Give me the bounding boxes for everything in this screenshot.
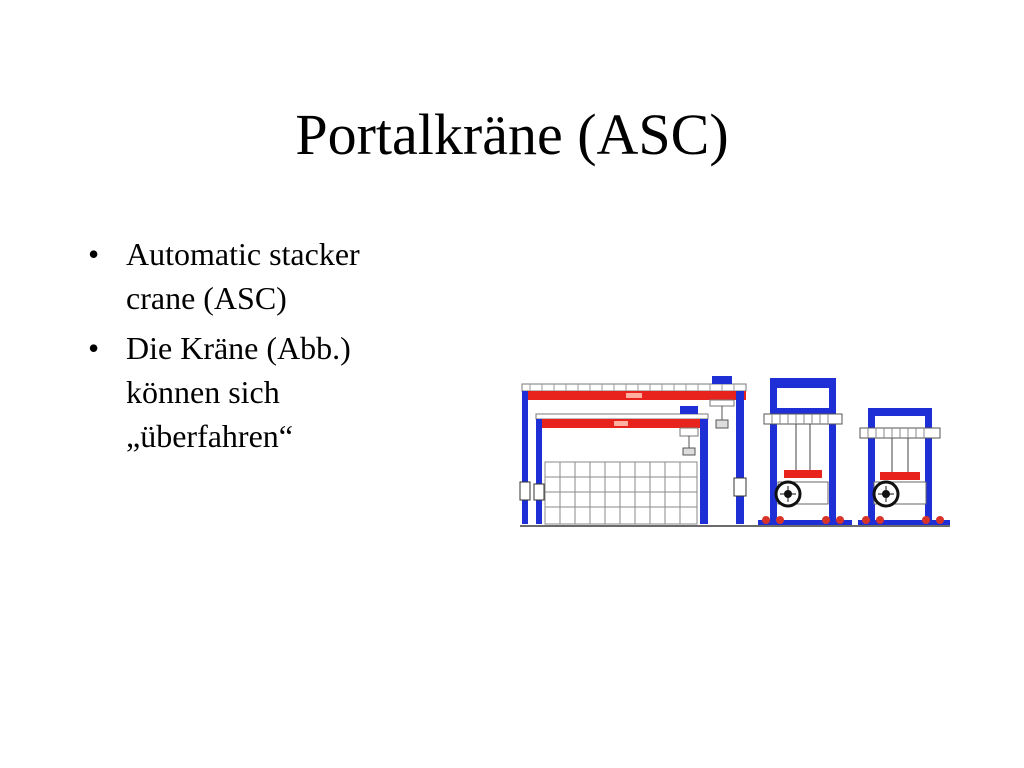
side-view-cranes [519,376,747,525]
bullet-item: • Die Kräne (Abb.) können sich „überfahr… [88,326,448,458]
container-stack [544,461,698,525]
bullet-text: Automatic stacker crane (ASC) [126,236,360,316]
bullet-marker: • [88,330,100,366]
bullet-text: Die Kräne (Abb.) können sich „überfahren… [126,330,351,454]
front-view-crane-large [758,378,852,525]
slide-title: Portalkräne (ASC) [295,102,729,167]
crane-drawing [519,376,950,527]
bullet-marker: • [88,236,100,272]
bullet-list: • Automatic stacker crane (ASC) • Die Kr… [88,232,448,464]
front-view-crane-small [858,408,950,525]
bullet-item: • Automatic stacker crane (ASC) [88,232,448,320]
crane-illustration [518,374,952,530]
